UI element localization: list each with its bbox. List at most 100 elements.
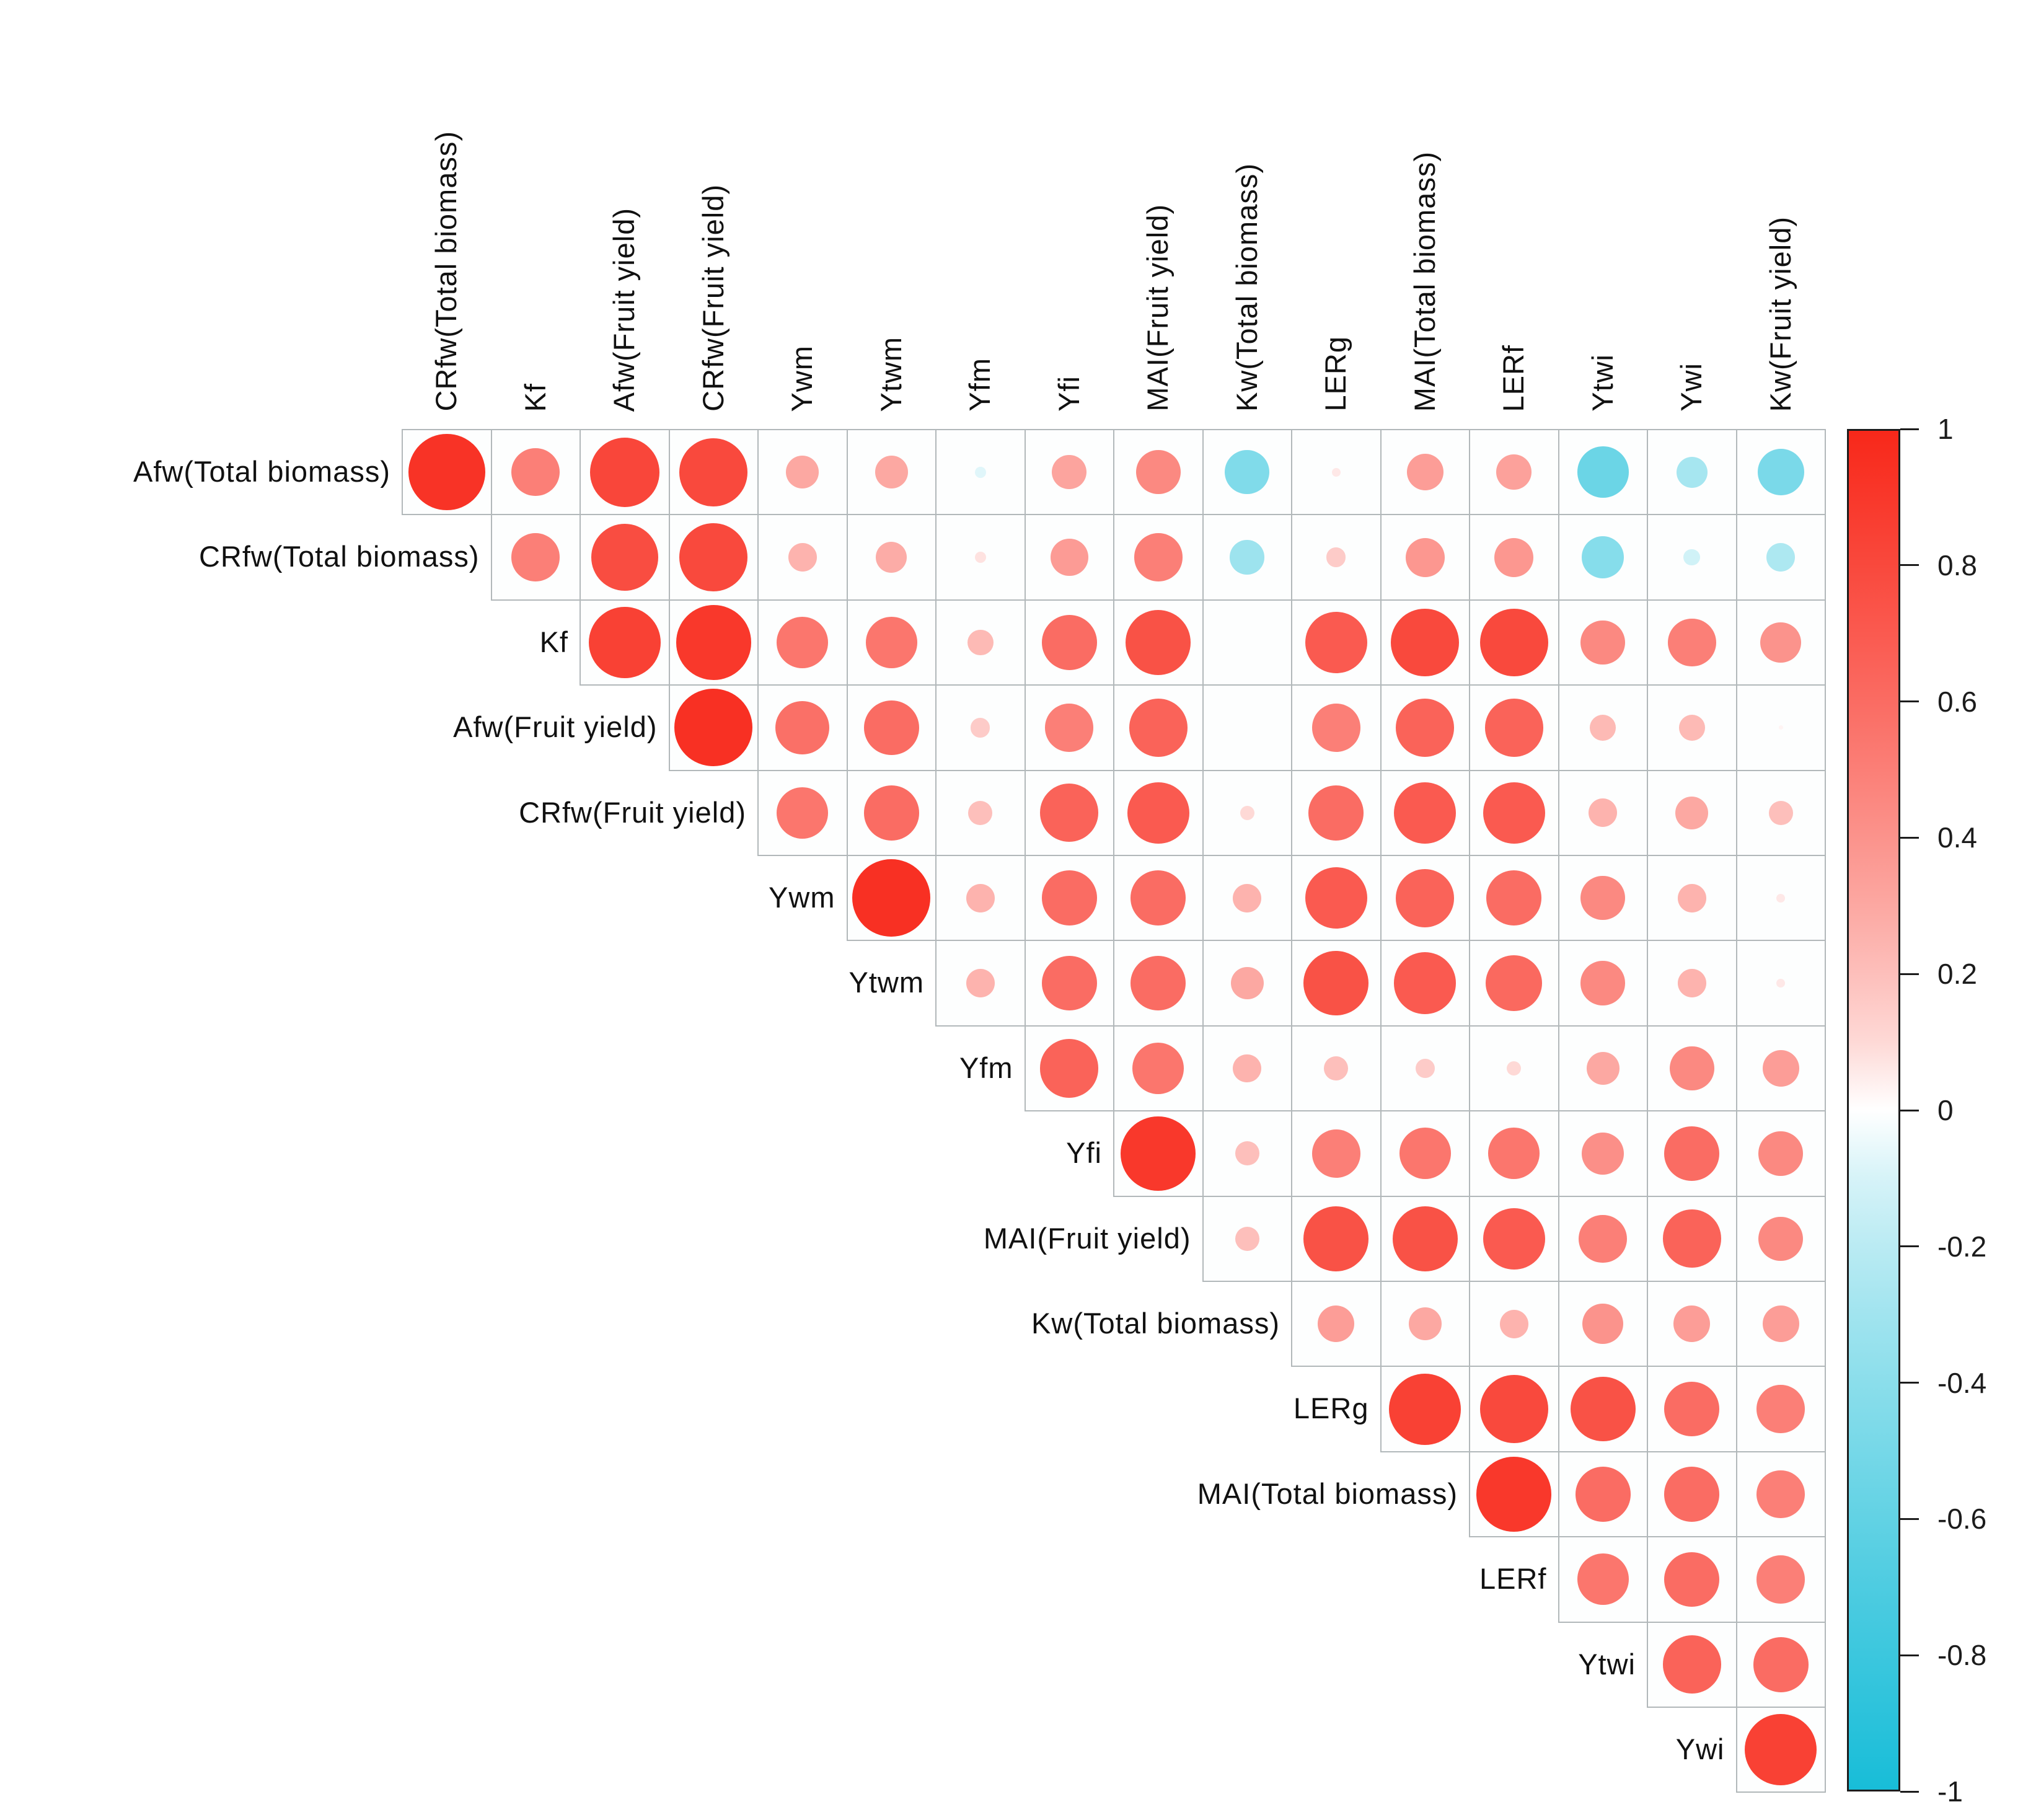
- matrix-cell: [1647, 1110, 1737, 1197]
- matrix-cell: [1113, 769, 1204, 856]
- correlation-dot: [1127, 782, 1189, 844]
- correlation-dot: [1311, 704, 1360, 752]
- matrix-cell: [1291, 769, 1382, 856]
- correlation-dot: [1041, 615, 1097, 670]
- matrix-cell: [1735, 599, 1826, 686]
- correlation-dot: [1392, 1206, 1458, 1271]
- matrix-cell: [1647, 599, 1737, 686]
- matrix-cell: [1024, 855, 1114, 942]
- correlation-dot: [1484, 698, 1543, 757]
- correlation-dot: [1406, 454, 1443, 491]
- matrix-cell: [1380, 1025, 1470, 1112]
- correlation-dot: [1673, 1305, 1711, 1343]
- column-label: LERf: [1469, 6, 1558, 412]
- correlation-dot: [1311, 1129, 1360, 1178]
- correlation-dot: [1225, 449, 1270, 495]
- correlation-dot: [1479, 1375, 1548, 1444]
- matrix-cell: [1735, 1366, 1826, 1452]
- column-label-text: Yfm: [963, 358, 997, 412]
- matrix-cell: [935, 599, 1026, 686]
- matrix-cell: [1291, 514, 1382, 601]
- matrix-cell: [1558, 684, 1648, 771]
- correlation-dot: [588, 606, 661, 679]
- matrix-cell: [668, 429, 759, 516]
- correlation-dot: [1662, 1209, 1721, 1268]
- matrix-cell: [1380, 1195, 1470, 1282]
- correlation-dot: [1052, 455, 1087, 490]
- correlation-dot: [1135, 449, 1181, 495]
- correlation-dot: [1580, 875, 1626, 921]
- colorbar-tick: [1900, 1109, 1919, 1111]
- correlation-dot: [1577, 446, 1629, 498]
- matrix-cell: [1469, 429, 1559, 516]
- row-label: Ytwm: [848, 966, 924, 999]
- matrix-cell: [1380, 940, 1470, 1027]
- correlation-dot: [1132, 1042, 1184, 1094]
- matrix-cell: [1113, 429, 1204, 516]
- column-label: Afw(Fruit yield): [580, 6, 669, 412]
- matrix-cell: [846, 599, 937, 686]
- matrix-cell: [757, 429, 848, 516]
- correlation-dot: [1667, 618, 1716, 667]
- correlation-dot: [1669, 1046, 1714, 1091]
- matrix-cell: [1380, 429, 1470, 516]
- correlation-dot: [1305, 611, 1367, 674]
- matrix-cell: [1469, 599, 1559, 686]
- matrix-cell: [1735, 940, 1826, 1027]
- matrix-cell: [1469, 1366, 1559, 1452]
- correlation-dot: [1577, 1553, 1629, 1606]
- matrix-cell: [1469, 514, 1559, 601]
- correlation-dot: [1575, 1467, 1631, 1522]
- correlation-dot: [1677, 969, 1706, 998]
- column-label: Ywm: [757, 6, 847, 412]
- matrix-cell: [935, 684, 1026, 771]
- correlation-dot: [1476, 1457, 1552, 1532]
- matrix-cell: [1024, 514, 1114, 601]
- correlation-dot: [1762, 1305, 1799, 1343]
- correlation-dot: [788, 543, 817, 572]
- column-label: Yfm: [935, 6, 1025, 412]
- row-label: Yfi: [1066, 1136, 1102, 1170]
- correlation-dot: [967, 629, 994, 656]
- matrix-cell: [668, 514, 759, 601]
- matrix-cell: [1291, 855, 1382, 942]
- correlation-dot: [1664, 1126, 1720, 1182]
- matrix-cell: [1291, 940, 1382, 1027]
- correlation-dot: [1415, 1058, 1435, 1079]
- matrix-cell: [935, 940, 1026, 1027]
- colorbar-tick-label: 0.6: [1937, 685, 1977, 718]
- correlation-dot: [1486, 870, 1542, 925]
- correlation-dot: [1768, 800, 1793, 825]
- correlation-dot: [1753, 1637, 1809, 1692]
- correlation-dot: [679, 523, 748, 592]
- matrix-cell: [1558, 1281, 1648, 1367]
- correlation-dot: [971, 718, 990, 738]
- correlation-dot: [775, 700, 830, 755]
- matrix-cell: [935, 769, 1026, 856]
- matrix-cell: [1291, 1025, 1382, 1112]
- correlation-dot: [1483, 1208, 1545, 1270]
- matrix-cell: [1024, 940, 1114, 1027]
- correlation-dot: [1745, 1714, 1817, 1786]
- correlation-dot: [1479, 608, 1548, 677]
- column-label: LERg: [1291, 6, 1380, 412]
- correlation-dot: [1486, 955, 1543, 1012]
- correlation-dot: [777, 616, 829, 668]
- matrix-cell: [1291, 1195, 1382, 1282]
- correlation-dot: [1570, 1376, 1636, 1442]
- matrix-cell: [1735, 1707, 1826, 1793]
- matrix-cell: [1469, 1451, 1559, 1538]
- correlation-dot: [1483, 782, 1545, 844]
- correlation-dot: [1130, 955, 1186, 1011]
- matrix-cell: [1735, 1621, 1826, 1708]
- matrix-cell: [846, 684, 937, 771]
- correlation-dot: [1582, 536, 1624, 578]
- matrix-cell: [1202, 599, 1292, 686]
- matrix-cell: [1647, 1536, 1737, 1623]
- column-label: CRfw(Fruit yield): [669, 6, 758, 412]
- row-label: Kf: [539, 625, 568, 658]
- matrix-cell: [1202, 769, 1292, 856]
- correlation-dot: [1762, 1049, 1799, 1087]
- row-label: Afw(Total biomass): [133, 455, 390, 488]
- matrix-cell: [1558, 429, 1648, 516]
